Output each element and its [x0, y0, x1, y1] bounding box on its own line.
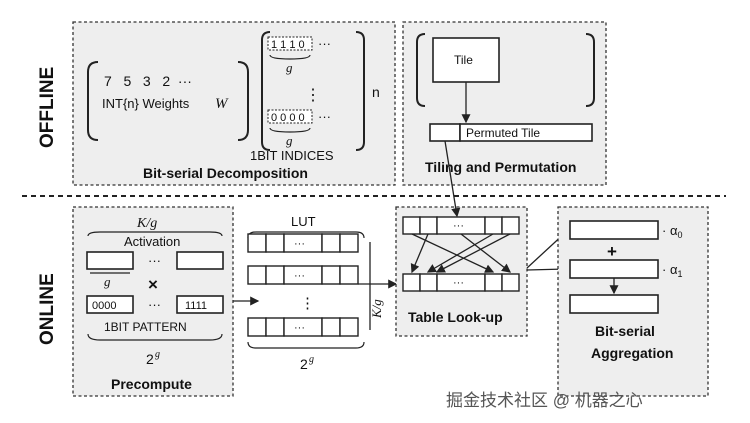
bits-top: 1 1 1 0: [271, 39, 305, 51]
activation-label: Activation: [124, 234, 180, 249]
bits-top-group: [267, 36, 313, 51]
indices-label: 1BIT INDICES: [250, 148, 334, 163]
tiling-permutation-panel: Tile Permuted Tile Tiling and Permutatio…: [402, 21, 607, 186]
count-symbol-n: n: [372, 84, 380, 100]
weights-label: INT{n} Weights: [102, 96, 190, 111]
lut-row-3-ellipsis: ···: [294, 322, 305, 334]
lut-two: 2: [300, 356, 308, 372]
alpha0-symbol: · α: [662, 223, 678, 238]
lut-k-over-g: K/g: [369, 299, 384, 319]
lookup-top-ellipsis: ···: [453, 220, 464, 232]
permuted-to-lookup-arrow: [444, 140, 461, 218]
alpha1-symbol: · α: [662, 262, 678, 277]
activation-ellipsis: ···: [148, 253, 161, 268]
precompute-k-over-g: K/g: [136, 216, 157, 231]
pattern-first: 0000: [92, 300, 116, 312]
bit-serial-decomposition-panel: 7 5 3 2 ··· INT{n} Weights W 1 1 1 0 ···…: [72, 21, 396, 186]
alpha1-subscript: 1: [677, 269, 682, 279]
pattern-first-box: [86, 295, 134, 314]
pattern-bottom-brace: [87, 333, 223, 341]
precompute-two: 2: [146, 351, 154, 367]
weights-symbol: W: [215, 96, 229, 112]
lookup-permutation-lines: [410, 233, 512, 274]
bits-bottom: 0 0 0 0: [271, 112, 305, 124]
alpha0-subscript: 0: [677, 230, 682, 240]
table-lookup-panel: ··· ··· Table Look-up: [395, 206, 528, 337]
times-symbol: ×: [148, 275, 158, 294]
aggregation-row-0: [569, 220, 659, 240]
indices-right-bracket: [355, 31, 365, 151]
activation-top-brace: [87, 231, 223, 237]
lut-bottom-brace: [247, 341, 365, 349]
lut-exponent: g: [309, 354, 314, 365]
alpha0-label: · α0: [662, 223, 682, 240]
bits-bottom-g: g: [286, 133, 293, 148]
lookup-top-row: ···: [402, 216, 520, 235]
table-lookup-title: Table Look-up: [408, 309, 503, 325]
activation-last-box: [176, 251, 224, 270]
activation-group-box: [86, 251, 134, 270]
lut-label: LUT: [291, 214, 316, 229]
lut-row-2: ···: [247, 265, 359, 285]
lut-row-2-ellipsis: ···: [294, 270, 305, 282]
permuted-tile-first-cell: [429, 123, 461, 142]
pattern-ellipsis: ···: [148, 297, 161, 312]
indices-left-bracket: [261, 31, 271, 151]
lut-block: LUT ··· ··· ⋮ ··· 2 g K/g: [247, 214, 384, 372]
permuted-tile-box: [459, 123, 593, 142]
permuted-tile-label: Permuted Tile: [466, 126, 540, 140]
weights-right-bracket: [237, 61, 249, 141]
weights-values: 7 5 3 2 ···: [104, 73, 192, 89]
tiling-left-bracket: [416, 33, 426, 107]
pattern-last: 1111: [185, 300, 207, 312]
pattern-label: 1BIT PATTERN: [104, 320, 187, 334]
online-label: ONLINE: [37, 273, 58, 345]
tile-box: [432, 37, 500, 83]
aggregation-row-1: [569, 259, 659, 279]
bits-top-brace: [269, 54, 311, 60]
lookup-bottom-row: ···: [402, 273, 520, 292]
precompute-panel: K/g Activation g ··· × 0000 ··· 1111 1BI…: [72, 206, 234, 397]
decomposition-panel-box: [72, 21, 396, 186]
bits-top-g: g: [286, 60, 293, 75]
alpha1-label: · α1: [662, 262, 682, 279]
bits-top-ellipsis: ···: [318, 36, 331, 51]
lut-vertical-ellipsis: ⋮: [300, 295, 315, 312]
bits-bottom-brace: [269, 127, 311, 133]
activation-group-g: g: [104, 274, 111, 289]
indices-vertical-ellipsis: ⋮: [305, 87, 321, 104]
weights-left-bracket: [87, 61, 99, 141]
aggregation-title-line1: Bit-serial: [595, 323, 655, 339]
aggregation-title-line2: Aggregation: [591, 345, 673, 361]
precompute-exponent: g: [155, 349, 160, 360]
bits-bottom-group: [267, 109, 313, 124]
offline-label: OFFLINE: [37, 67, 58, 148]
precompute-title: Precompute: [111, 376, 192, 392]
lookup-bottom-ellipsis: ···: [453, 277, 464, 289]
tiling-title: Tiling and Permutation: [425, 159, 576, 175]
watermark-text: 掘金技术社区 @ 机器之心: [446, 391, 643, 410]
tiling-right-bracket: [585, 33, 595, 107]
aggregation-panel: · α0 + · α1 Bit-serial Aggregation: [557, 206, 709, 397]
lut-row-3: ···: [247, 317, 359, 337]
aggregation-result-box: [569, 294, 659, 314]
lut-row-1: ···: [247, 233, 359, 253]
lut-row-1-ellipsis: ···: [294, 238, 305, 250]
bits-bottom-ellipsis: ···: [318, 109, 331, 124]
tile-label: Tile: [454, 53, 473, 67]
pattern-last-box: [176, 295, 224, 314]
decomposition-title: Bit-serial Decomposition: [143, 165, 308, 181]
aggregation-plus: +: [607, 242, 617, 261]
